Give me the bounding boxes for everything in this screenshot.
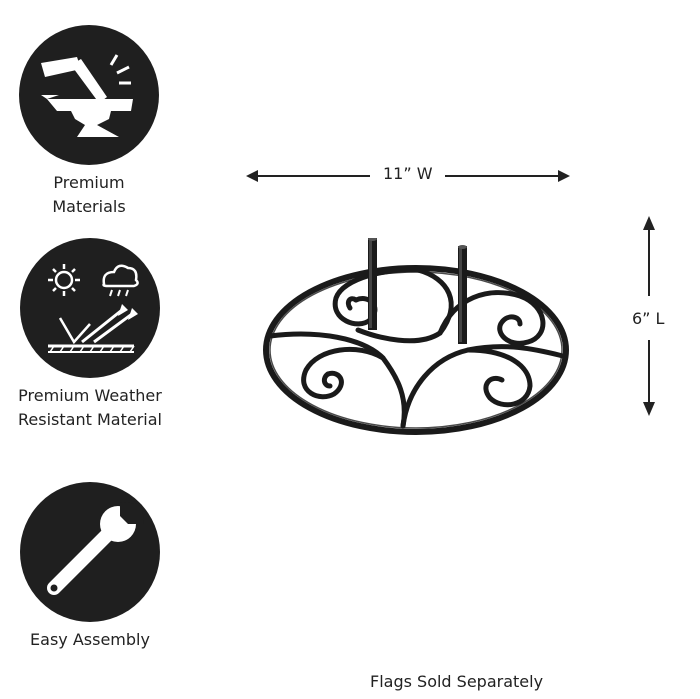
feature-weather-resistant: Premium Weather Resistant Material [0,238,180,432]
wrench-icon [20,482,160,622]
feature-easy-assembly: Easy Assembly [0,482,180,652]
length-dimension-label: 6” L [632,309,665,328]
anvil-hammer-icon [19,25,159,165]
feature-label: Easy Assembly [30,630,150,649]
feature-premium-materials: Premium Materials [19,25,159,219]
width-dimension-label: 11” W [383,164,433,183]
feature-label: Premium Materials [52,173,126,216]
flags-sold-separately-note: Flags Sold Separately [370,672,544,691]
feature-label: Premium Weather Resistant Material [18,386,162,429]
weather-icon [20,238,160,378]
flag-holder-base-image [263,238,569,435]
